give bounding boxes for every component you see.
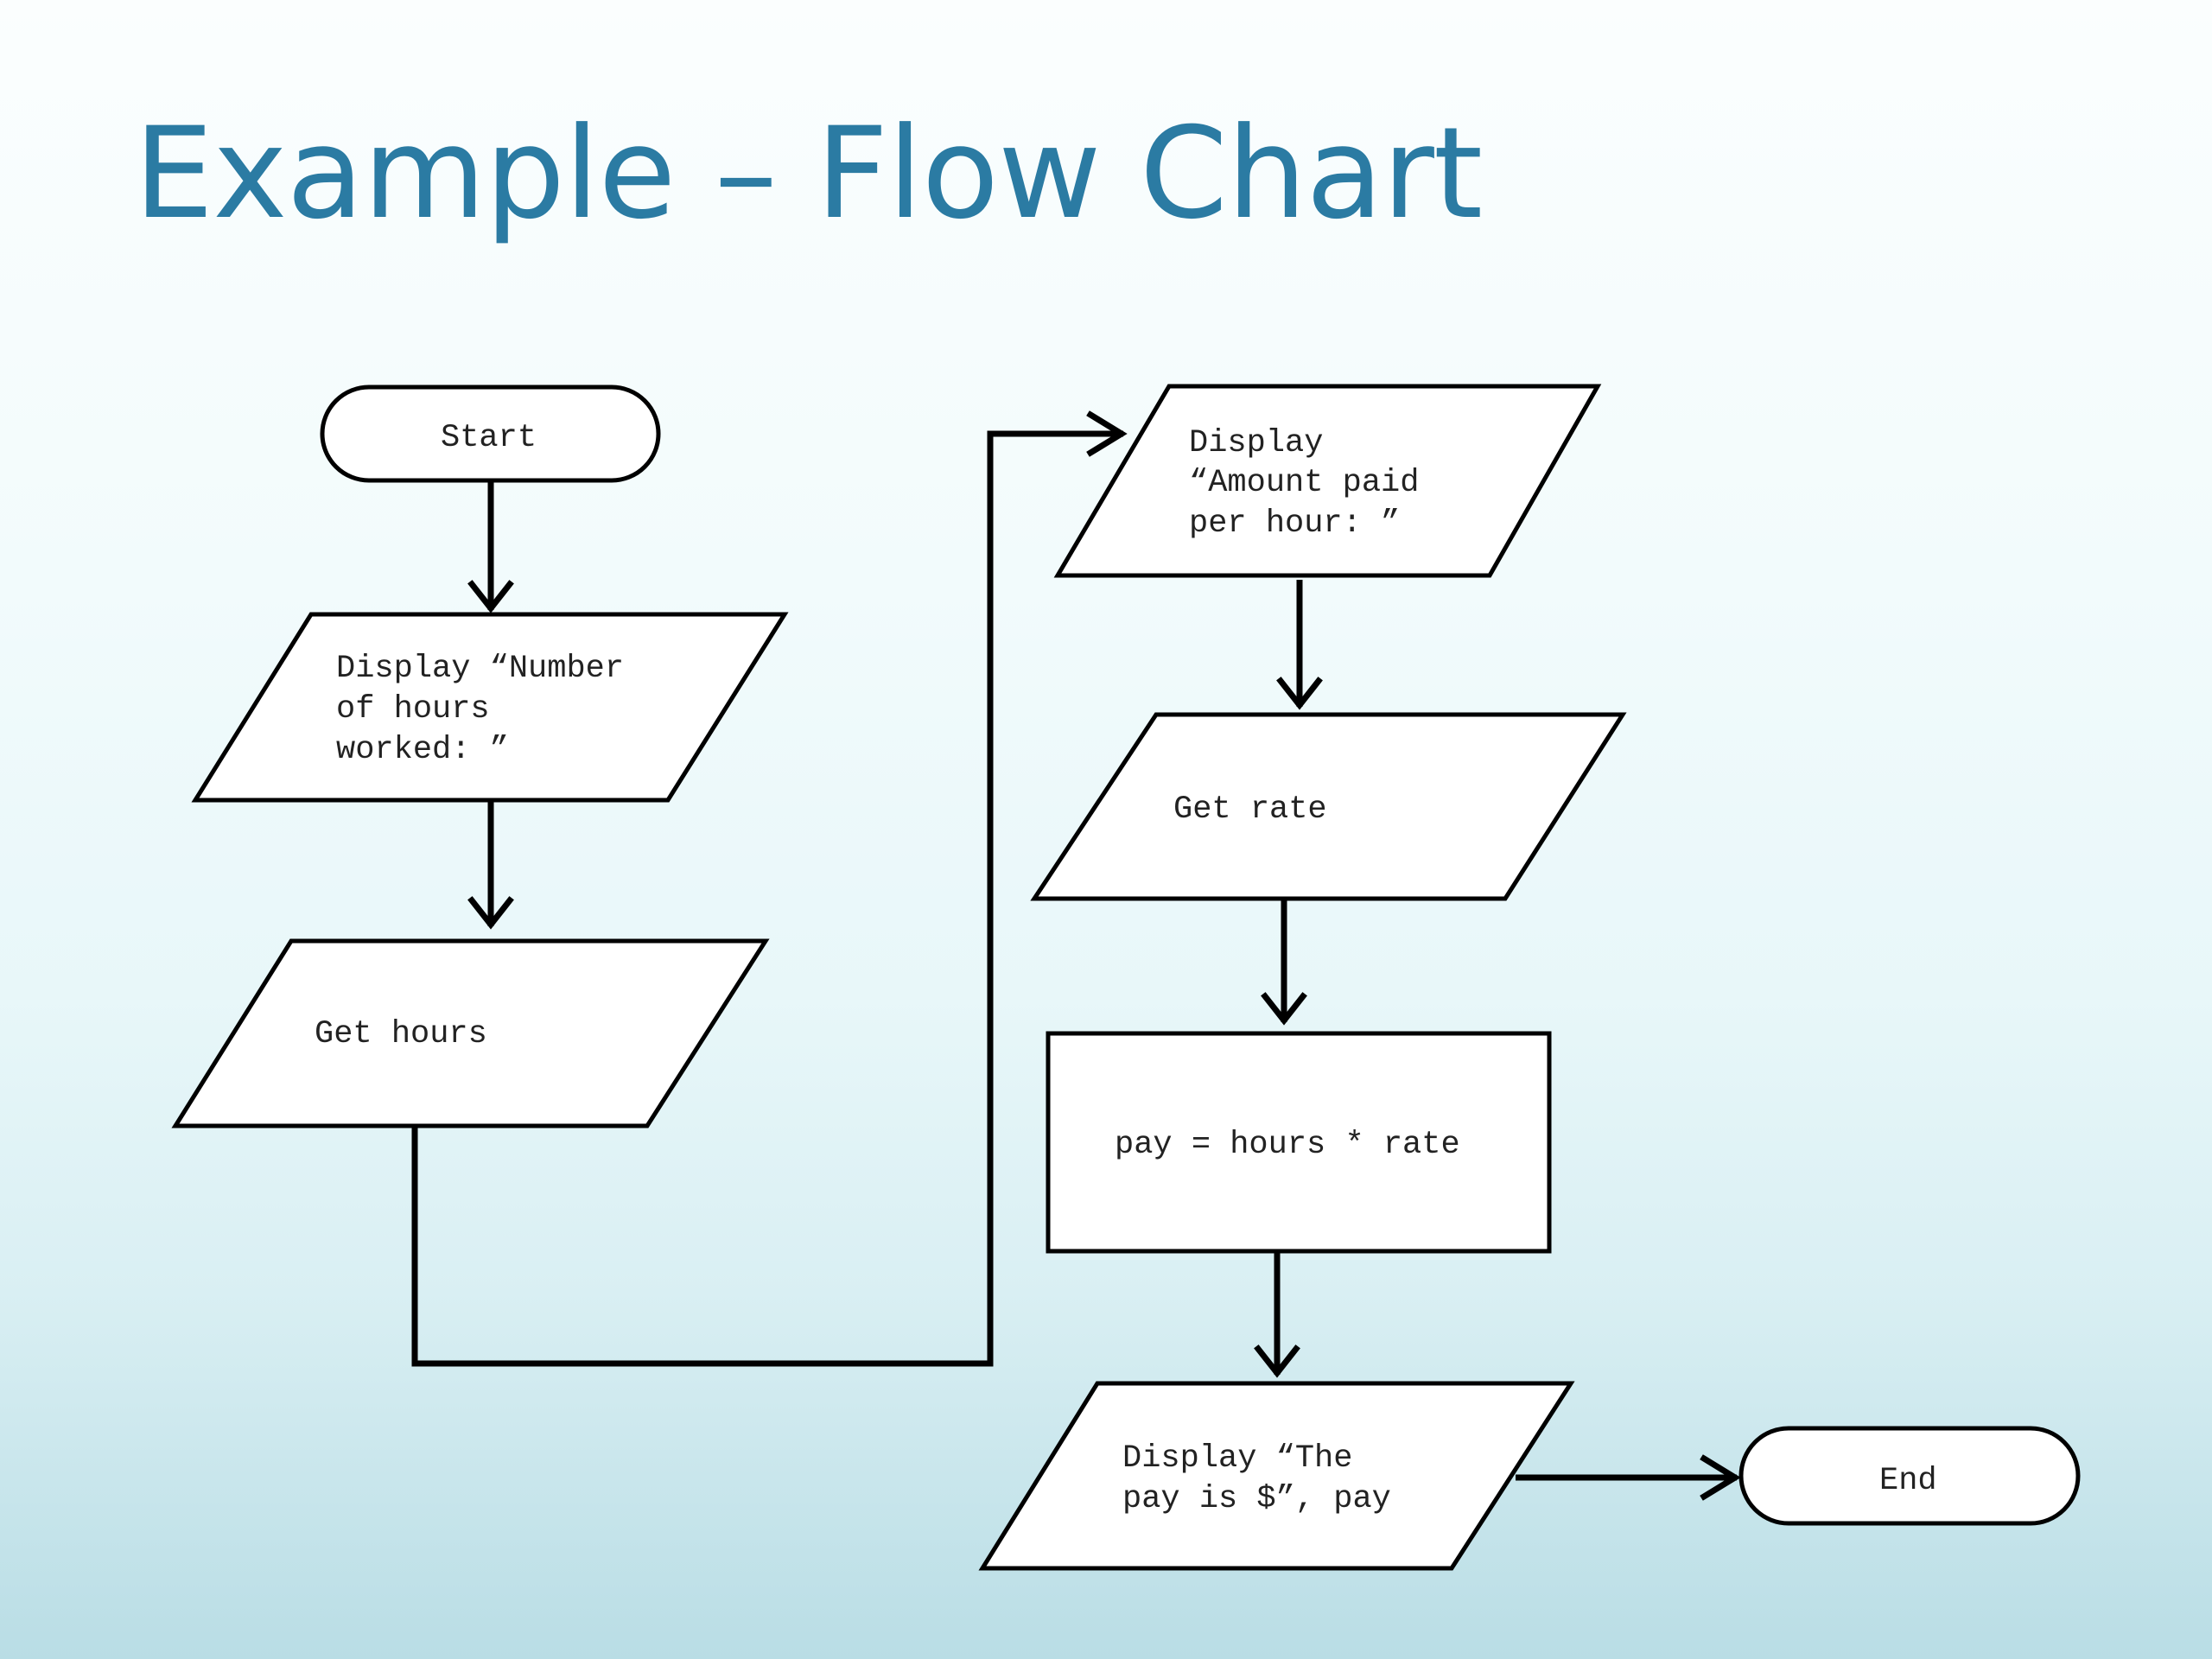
- display-hours-prompt-node: [191, 612, 789, 803]
- end-label: End: [1879, 1463, 1937, 1499]
- compute-pay-label: pay = hours * rate: [1115, 1127, 1460, 1163]
- display-rate-prompt-label-line-2: “Amount paid: [1189, 465, 1419, 501]
- arrowhead-end: [1700, 1454, 1741, 1501]
- get-hours-label: Get hours: [315, 1016, 487, 1052]
- arrowhead-display-hours-prompt: [467, 580, 514, 613]
- get-hours-node: [171, 938, 770, 1128]
- display-rate-prompt-label-line-1: Display: [1189, 425, 1323, 461]
- get-rate-node: [1030, 712, 1627, 901]
- display-hours-prompt-label-line-2: of hours: [336, 691, 490, 728]
- compute-pay-node: [1046, 1031, 1552, 1254]
- arrowhead-display-rate-prompt: [1086, 410, 1128, 457]
- start-node: [320, 385, 661, 483]
- arrowhead-get-rate: [1276, 677, 1323, 710]
- display-pay-label-line-1: Display “The: [1122, 1440, 1352, 1477]
- display-hours-prompt-label-line-1: Display “Number: [336, 651, 624, 687]
- display-rate-prompt-node: [1053, 384, 1602, 578]
- end-node: [1738, 1426, 2081, 1526]
- start-label: Start: [441, 420, 537, 456]
- arrowhead-display-pay: [1254, 1344, 1300, 1378]
- edge-get-hours-to-display-rate-prompt: [411, 430, 1123, 1367]
- slide-title: Example – Flow Chart: [134, 100, 1483, 247]
- display-hours-prompt-label-line-3: worked: ”: [336, 732, 509, 768]
- arrowhead-get-hours: [467, 896, 514, 930]
- display-rate-prompt-label-line-3: per hour: ”: [1189, 505, 1400, 542]
- display-pay-label-line-2: pay is $”, pay: [1122, 1481, 1391, 1517]
- arrowhead-compute-pay: [1261, 992, 1307, 1026]
- get-rate-label: Get rate: [1173, 791, 1327, 828]
- display-pay-node: [978, 1381, 1575, 1571]
